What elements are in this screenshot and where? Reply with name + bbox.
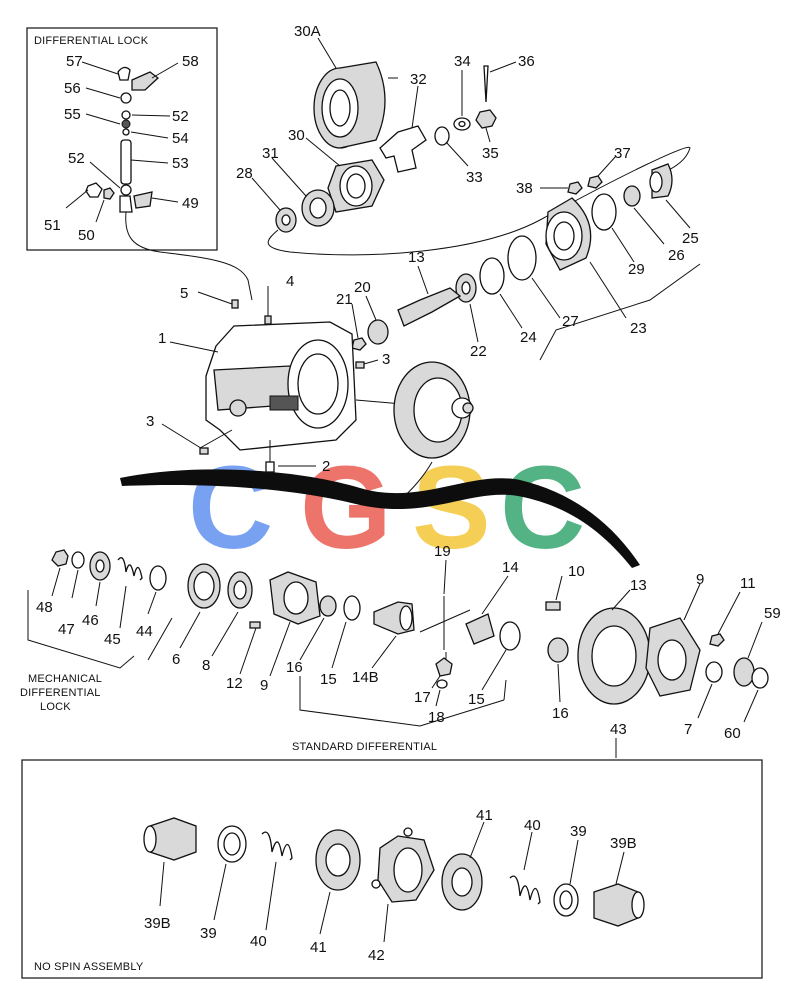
callout-38: 38	[516, 180, 533, 197]
callout-53: 53	[172, 155, 189, 172]
callout-2: 2	[322, 458, 330, 475]
callout-47: 47	[58, 621, 75, 638]
callout-58: 58	[182, 53, 199, 70]
callout-52-lower: 52	[68, 150, 85, 167]
callout-13-ring-gear: 13	[630, 577, 647, 594]
callout-21: 21	[336, 291, 353, 308]
differential-lock-caption: DIFFERENTIAL LOCK	[34, 35, 149, 47]
callout-8: 8	[202, 657, 210, 674]
callout-20: 20	[354, 279, 371, 296]
callout-50: 50	[78, 227, 95, 244]
callout-34: 34	[454, 53, 471, 70]
callout-59: 59	[764, 605, 781, 622]
callout-40-right: 40	[524, 817, 541, 834]
callout-17: 17	[414, 689, 431, 706]
mechanical-lock-caption-line-3: LOCK	[40, 701, 71, 713]
callout-16-right: 16	[552, 705, 569, 722]
callout-7: 7	[684, 721, 692, 738]
watermark-letter-s: S	[412, 442, 491, 574]
callout-41-right: 41	[476, 807, 493, 824]
callout-30A: 30A	[294, 23, 321, 40]
callout-9-right: 9	[696, 571, 704, 588]
watermark-letter-c: C	[188, 442, 273, 574]
callout-14B: 14B	[352, 669, 379, 686]
callout-48: 48	[36, 599, 53, 616]
callout-39-left: 39	[200, 925, 217, 942]
callout-42: 42	[368, 947, 385, 964]
callout-56: 56	[64, 80, 81, 97]
callout-49: 49	[182, 195, 199, 212]
no-spin-assembly-parts	[143, 817, 645, 943]
callout-52: 52	[172, 108, 189, 125]
standard-differential-caption: STANDARD DIFFERENTIAL	[292, 741, 437, 753]
callout-6: 6	[172, 651, 180, 668]
no-spin-assembly-caption: NO SPIN ASSEMBLY	[34, 961, 144, 973]
callout-39B-left: 39B	[144, 915, 171, 932]
callout-3-left: 3	[146, 413, 154, 430]
callout-9: 9	[260, 677, 268, 694]
pinion-yoke-parts	[251, 37, 701, 361]
differential-lock-frame	[26, 27, 218, 251]
callout-31: 31	[262, 145, 279, 162]
brush-stroke	[120, 469, 640, 568]
callout-28: 28	[236, 165, 253, 182]
watermark-logo: C G S C	[188, 442, 585, 574]
callout-32: 32	[410, 71, 427, 88]
callout-43: 43	[610, 721, 627, 738]
callout-16: 16	[286, 659, 303, 676]
callout-57: 57	[66, 53, 83, 70]
callout-14: 14	[502, 559, 519, 576]
callout-41-left: 41	[310, 939, 327, 956]
callout-5: 5	[180, 285, 188, 302]
callout-54: 54	[172, 130, 189, 147]
mechanical-lock-caption-line-2: DIFFERENTIAL	[20, 687, 101, 699]
differential-row-parts	[27, 549, 769, 758]
callout-55: 55	[64, 106, 81, 123]
callout-26: 26	[668, 247, 685, 264]
callout-3: 3	[382, 351, 390, 368]
callout-40-left: 40	[250, 933, 267, 950]
watermark-letter-g: G	[300, 442, 392, 574]
axle-housing	[161, 286, 474, 501]
callout-25: 25	[682, 230, 699, 247]
callout-15-right: 15	[468, 691, 485, 708]
callout-39B-right: 39B	[610, 835, 637, 852]
callout-37: 37	[614, 145, 631, 162]
mechanical-lock-caption-line-1: MECHANICAL	[28, 673, 102, 685]
callout-29: 29	[628, 261, 645, 278]
callout-4: 4	[286, 273, 294, 290]
callout-45: 45	[104, 631, 121, 648]
callout-35: 35	[482, 145, 499, 162]
callout-36: 36	[518, 53, 535, 70]
callout-10: 10	[568, 563, 585, 580]
callout-1: 1	[158, 330, 166, 347]
callout-13: 13	[408, 249, 425, 266]
callout-12: 12	[226, 675, 243, 692]
callout-39-right: 39	[570, 823, 587, 840]
callout-18: 18	[428, 709, 445, 726]
callout-46: 46	[82, 612, 99, 629]
callout-24: 24	[520, 329, 537, 346]
callout-27: 27	[562, 313, 579, 330]
no-spin-assembly-frame	[21, 759, 763, 979]
differential-lock-parts	[65, 61, 253, 301]
callout-11: 11	[740, 575, 756, 592]
callout-30: 30	[288, 127, 305, 144]
callout-15: 15	[320, 671, 337, 688]
callout-22: 22	[470, 343, 487, 360]
callout-33: 33	[466, 169, 483, 186]
callout-44: 44	[136, 623, 153, 640]
callout-51: 51	[44, 217, 61, 234]
callout-60: 60	[724, 725, 741, 742]
callout-19: 19	[434, 543, 451, 560]
callout-23: 23	[630, 320, 647, 337]
